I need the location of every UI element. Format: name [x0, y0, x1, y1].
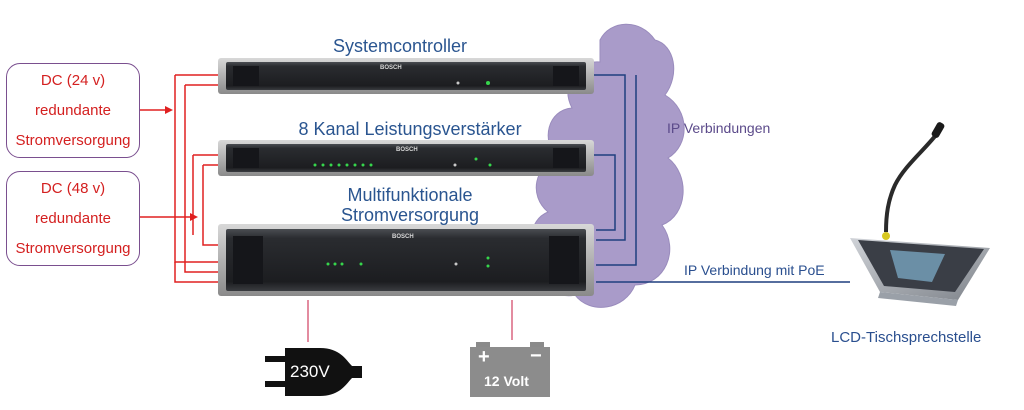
desk-station-label: LCD-Tischsprechstelle	[831, 329, 982, 346]
systemcontroller-device	[218, 58, 594, 94]
plug-voltage-label: 230V	[290, 362, 330, 381]
systemcontroller-label: Systemcontroller	[332, 36, 468, 56]
supply-24v-type: Stromversorgung	[15, 132, 131, 149]
amplifier-device	[218, 140, 594, 176]
battery-voltage-label: 12 Volt	[484, 373, 529, 389]
network-lines	[594, 74, 850, 283]
power-lines	[140, 74, 218, 283]
battery-plus-sign: +	[478, 346, 490, 368]
supply-48v-redundant: redundante	[35, 210, 111, 227]
brand-logo-psu: BOSCH	[392, 234, 414, 240]
battery-icon	[470, 342, 550, 397]
supply-48v-voltage: DC (48 v)	[40, 180, 106, 197]
supply-48v-type: Stromversorgung	[15, 240, 131, 257]
ip-connections-label: IP Verbindungen	[667, 120, 771, 136]
battery-minus-sign: −	[530, 345, 542, 367]
supply-24v-box: DC (24 v) redundante Stromversorgung	[6, 63, 140, 158]
power-plug-icon	[265, 348, 362, 396]
brand-logo-amplifier: BOSCH	[396, 147, 418, 153]
supply-24v-voltage: DC (24 v)	[40, 72, 106, 89]
lcd-desk-station-icon	[850, 122, 990, 306]
psu-label-line1: Multifunktionale	[347, 185, 473, 205]
ip-poe-label: IP Verbindung mit PoE	[684, 262, 825, 278]
psu-label-line2: Stromversorgung	[340, 205, 480, 225]
supply-48v-box: DC (48 v) redundante Stromversorgung	[6, 171, 140, 266]
brand-logo-controller: BOSCH	[380, 65, 402, 71]
psu-device	[218, 224, 594, 296]
supply-24v-redundant: redundante	[35, 102, 111, 119]
amplifier-label: 8 Kanal Leistungsverstärker	[298, 119, 522, 139]
